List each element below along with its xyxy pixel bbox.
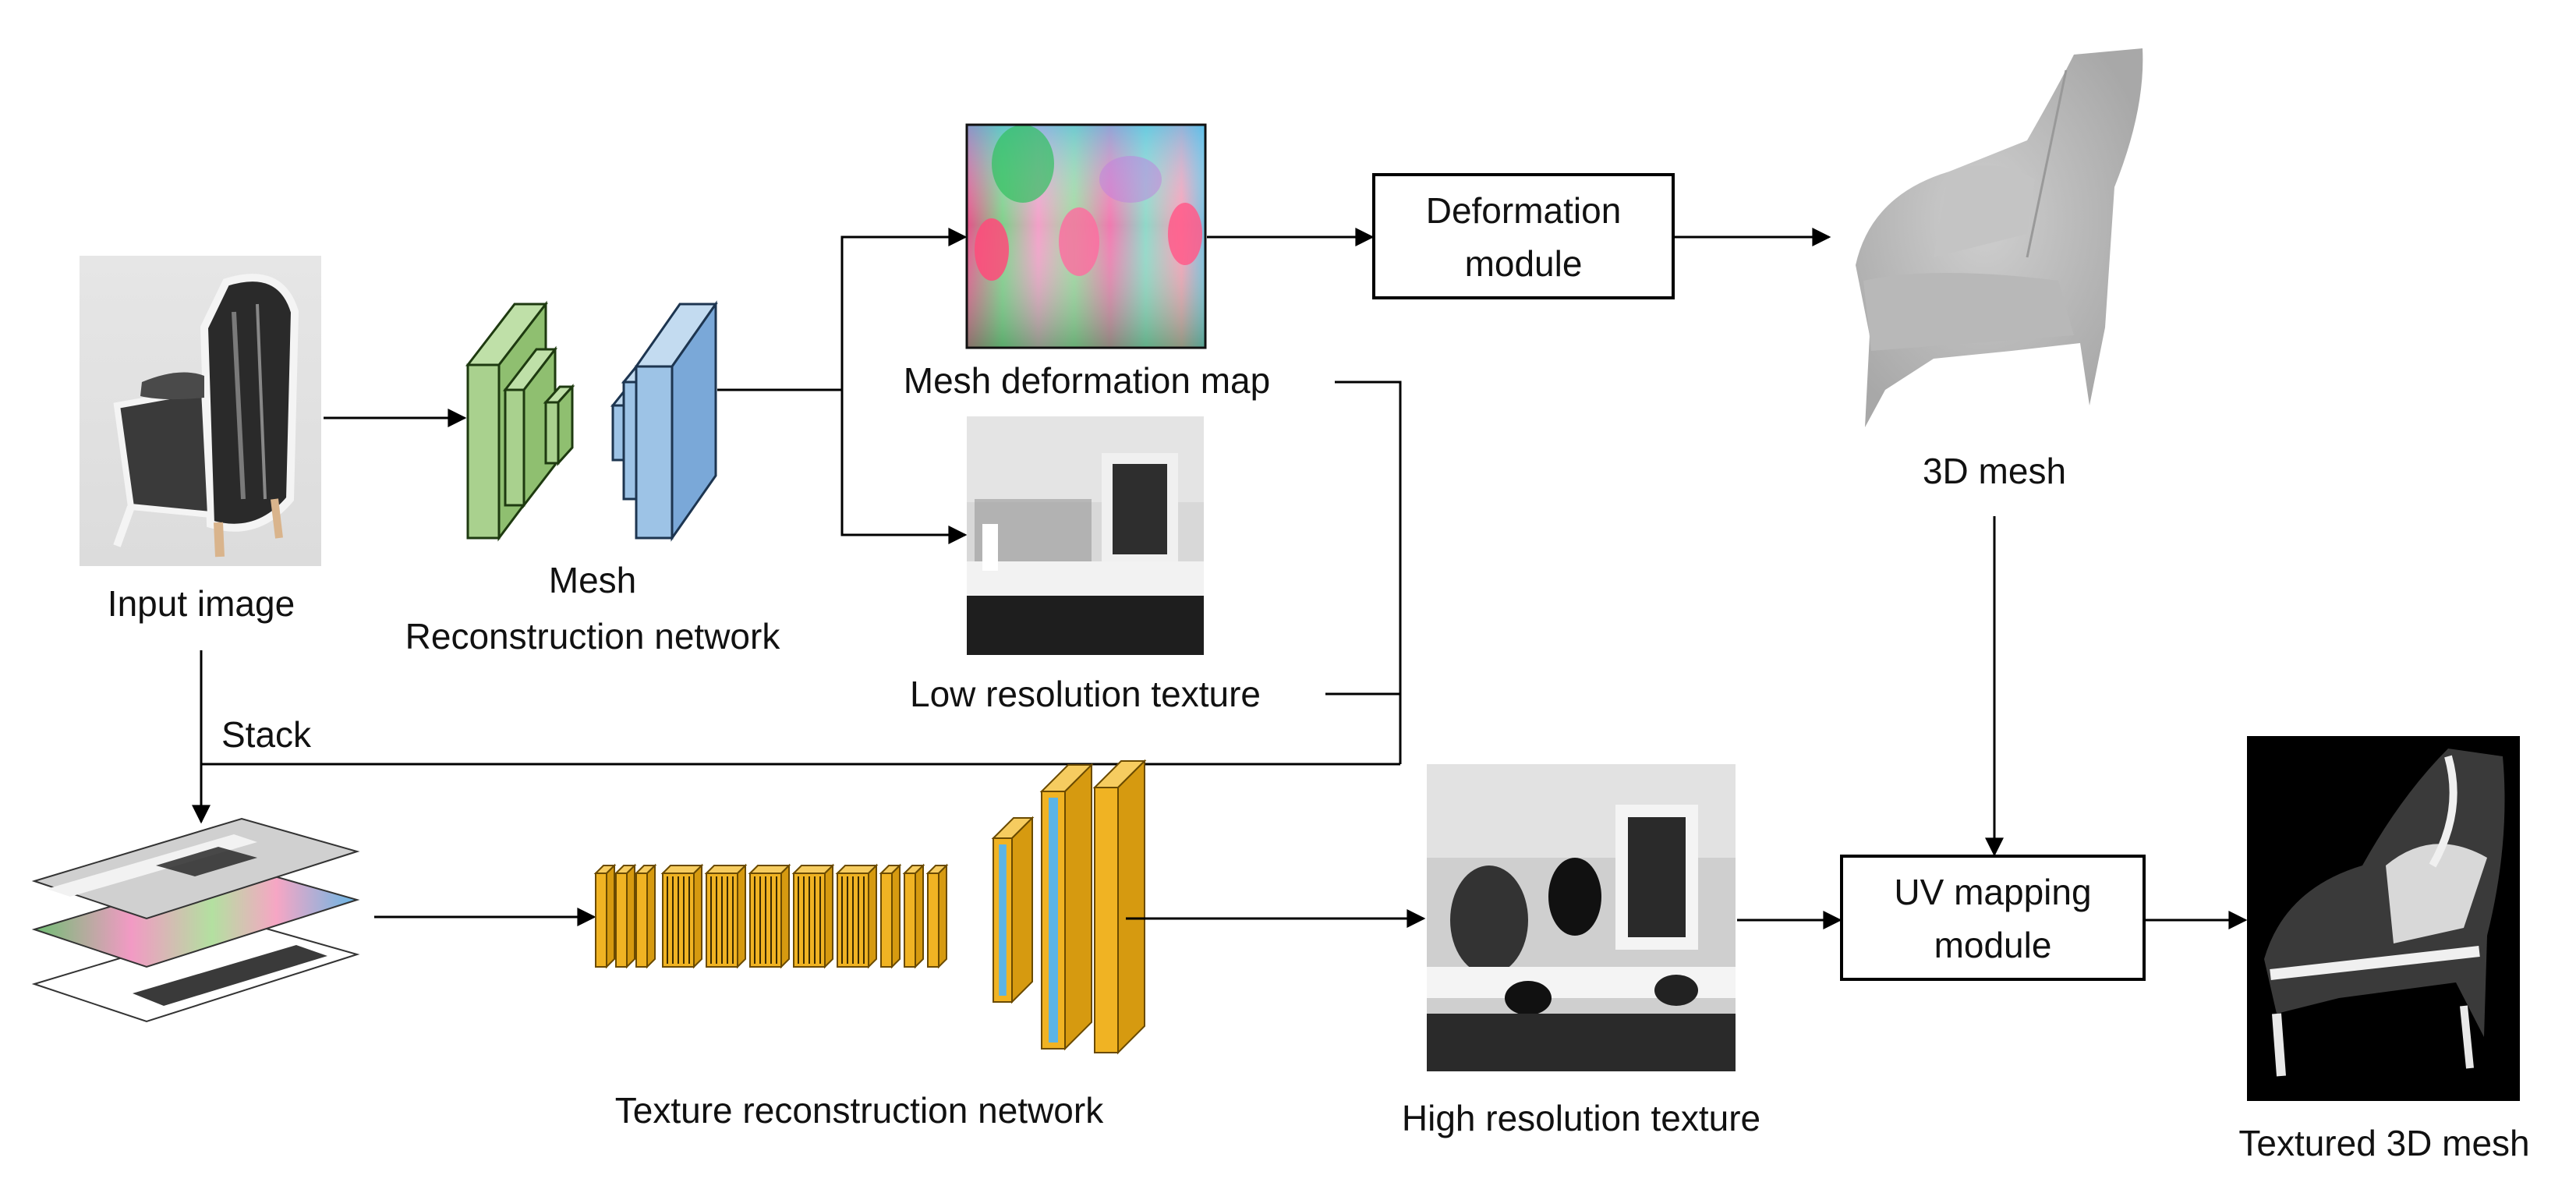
- texture-net-block: [1039, 763, 1094, 1051]
- arrow-to-deformation-map: [717, 228, 968, 391]
- deformation-module-label-line2: module: [1465, 243, 1583, 284]
- texture-net-block: [902, 863, 925, 969]
- texture-net-block: [925, 863, 949, 969]
- mesh-net-label-line2: Reconstruction network: [405, 616, 781, 657]
- texture-net-block: [879, 863, 902, 969]
- texture-net-block: [660, 863, 704, 969]
- texture-net-block: [634, 863, 657, 969]
- uv-module-label-line2: module: [1934, 925, 2052, 965]
- texture-net-block: [593, 863, 617, 969]
- low-resolution-texture-label: Low resolution texture: [910, 674, 1261, 714]
- textured-3d-mesh-label: Textured 3D mesh: [2238, 1123, 2529, 1163]
- deformation-module-label-line1: Deformation: [1426, 190, 1622, 231]
- texture-net-label: Texture reconstruction network: [615, 1090, 1104, 1131]
- arrow-to-low-res-texture: [840, 390, 968, 544]
- mesh-deformation-map-image: [965, 123, 1207, 349]
- texture-net-block: [791, 863, 835, 969]
- texture-net-block: [748, 863, 791, 969]
- 3d-mesh-image: [1856, 48, 2143, 427]
- mesh-decoder-blocks: [610, 300, 718, 542]
- deformation-module-box: [1372, 173, 1675, 299]
- mesh-net-label-line1: Mesh: [549, 560, 636, 600]
- uv-mapping-module-box: [1840, 855, 2146, 981]
- texture-net-block: [1092, 759, 1147, 1055]
- stack-label: Stack: [221, 714, 312, 755]
- uv-module-label-line1: UV mapping: [1894, 872, 2091, 912]
- input-image: [80, 256, 321, 566]
- textured-3d-mesh-image: [2247, 736, 2520, 1101]
- low-resolution-texture-image: [967, 416, 1204, 655]
- 3d-mesh-label: 3D mesh: [1923, 451, 2066, 491]
- high-resolution-texture-image: [1427, 764, 1736, 1071]
- texture-net-block: [704, 863, 748, 969]
- texture-reconstruction-network: [593, 759, 1147, 1055]
- stacked-inputs-image: [31, 817, 360, 1023]
- connector-from-deformation-map: [1335, 381, 1402, 764]
- input-image-label: Input image: [108, 583, 295, 624]
- texture-net-block: [991, 816, 1035, 1004]
- mesh-reconstruction-network: [465, 300, 575, 542]
- mesh-deformation-map-label: Mesh deformation map: [904, 360, 1270, 401]
- high-resolution-texture-label: High resolution texture: [1402, 1098, 1760, 1138]
- texture-net-block: [835, 863, 879, 969]
- texture-net-block: [614, 863, 637, 969]
